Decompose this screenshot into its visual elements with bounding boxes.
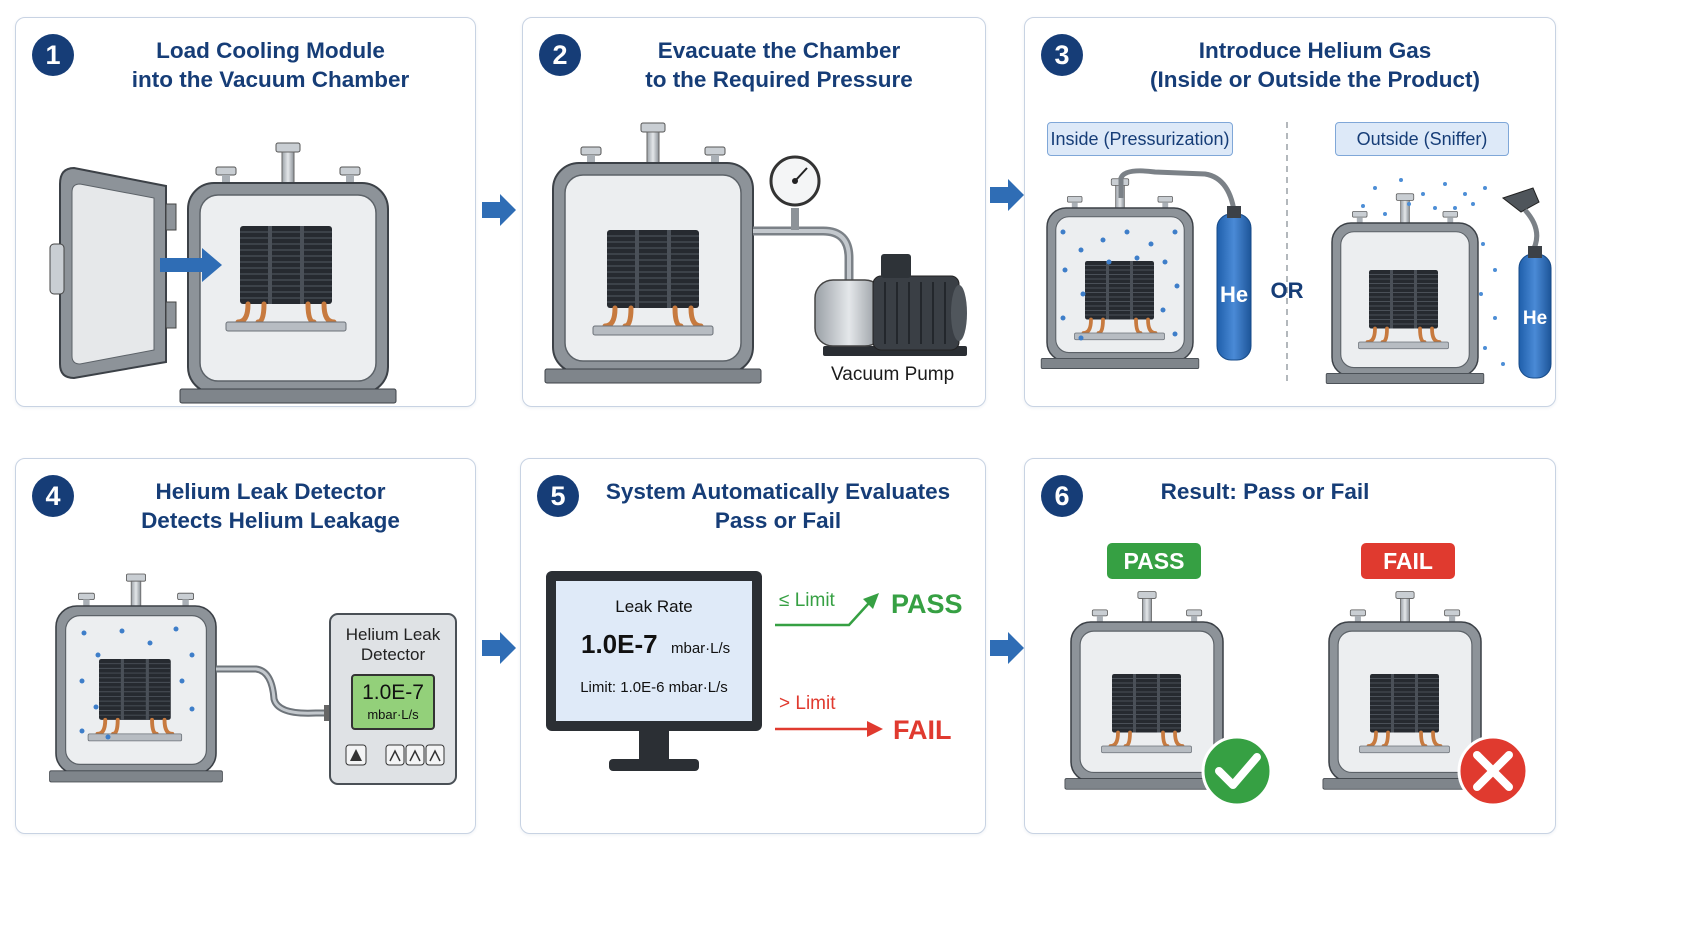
step-4-number: 4 — [32, 475, 74, 517]
pass-badge: PASS — [1107, 543, 1201, 579]
screen-unit: mbar·L/s — [671, 640, 731, 657]
step-6-panel: 6 Result: Pass or Fail PASS FAIL — [1024, 458, 1556, 834]
chamber-with-vacuum-pump-illustration — [544, 122, 967, 384]
vacuum-pump-label: Vacuum Pump — [831, 364, 955, 385]
le-limit-label: ≤ Limit — [779, 590, 835, 611]
step-6-number: 6 — [1041, 475, 1083, 517]
pass-result-label: PASS — [891, 589, 963, 619]
leak-detector-illustration — [48, 573, 457, 785]
step-3-title: Introduce Helium Gas(Inside or Outside t… — [1149, 38, 1481, 92]
svg-text:He: He — [1523, 308, 1547, 329]
detector-display-unit: mbar·L/s — [367, 707, 419, 722]
step-2-number: 2 — [539, 34, 581, 76]
svg-text:He: He — [1220, 282, 1248, 307]
detector-label-line1: Helium Leak — [345, 625, 441, 644]
screen-value: 1.0E-7 — [581, 629, 658, 659]
flow-arrow-4-5 — [482, 632, 516, 664]
step-1-number: 1 — [32, 34, 74, 76]
outside-sniffer-tag: Outside (Sniffer) — [1335, 122, 1509, 156]
flow-arrow-5-6 — [990, 632, 1024, 664]
vacuum-chamber-open-door-illustration — [49, 142, 397, 404]
step-6-title: Result: Pass or Fail — [1160, 479, 1370, 504]
screen-limit: Limit: 1.0E-6 mbar·L/s — [580, 679, 728, 696]
evaluation-monitor-illustration — [546, 571, 883, 771]
cross-icon — [1457, 735, 1529, 807]
screen-title: Leak Rate — [615, 597, 693, 616]
fail-result-label: FAIL — [893, 715, 952, 745]
detector-label-line2: Detector — [360, 645, 426, 664]
check-icon — [1201, 735, 1273, 807]
fail-badge: FAIL — [1361, 543, 1455, 579]
result-illustration — [1064, 590, 1529, 807]
inside-pressurization-tag: Inside (Pressurization) — [1047, 122, 1233, 156]
step-3-number: 3 — [1041, 34, 1083, 76]
flow-arrow-2-3 — [990, 179, 1024, 211]
flow-arrow-1-2 — [482, 194, 516, 226]
step-3-panel: 3 Introduce Helium Gas(Inside or Outside… — [1024, 17, 1556, 407]
helium-introduction-illustration: He OR He — [1040, 122, 1552, 386]
detector-display-value: 1.0E-7 — [362, 681, 424, 704]
svg-text:OR: OR — [1271, 278, 1304, 303]
step-5-number: 5 — [537, 475, 579, 517]
gt-limit-label: > Limit — [779, 693, 836, 714]
